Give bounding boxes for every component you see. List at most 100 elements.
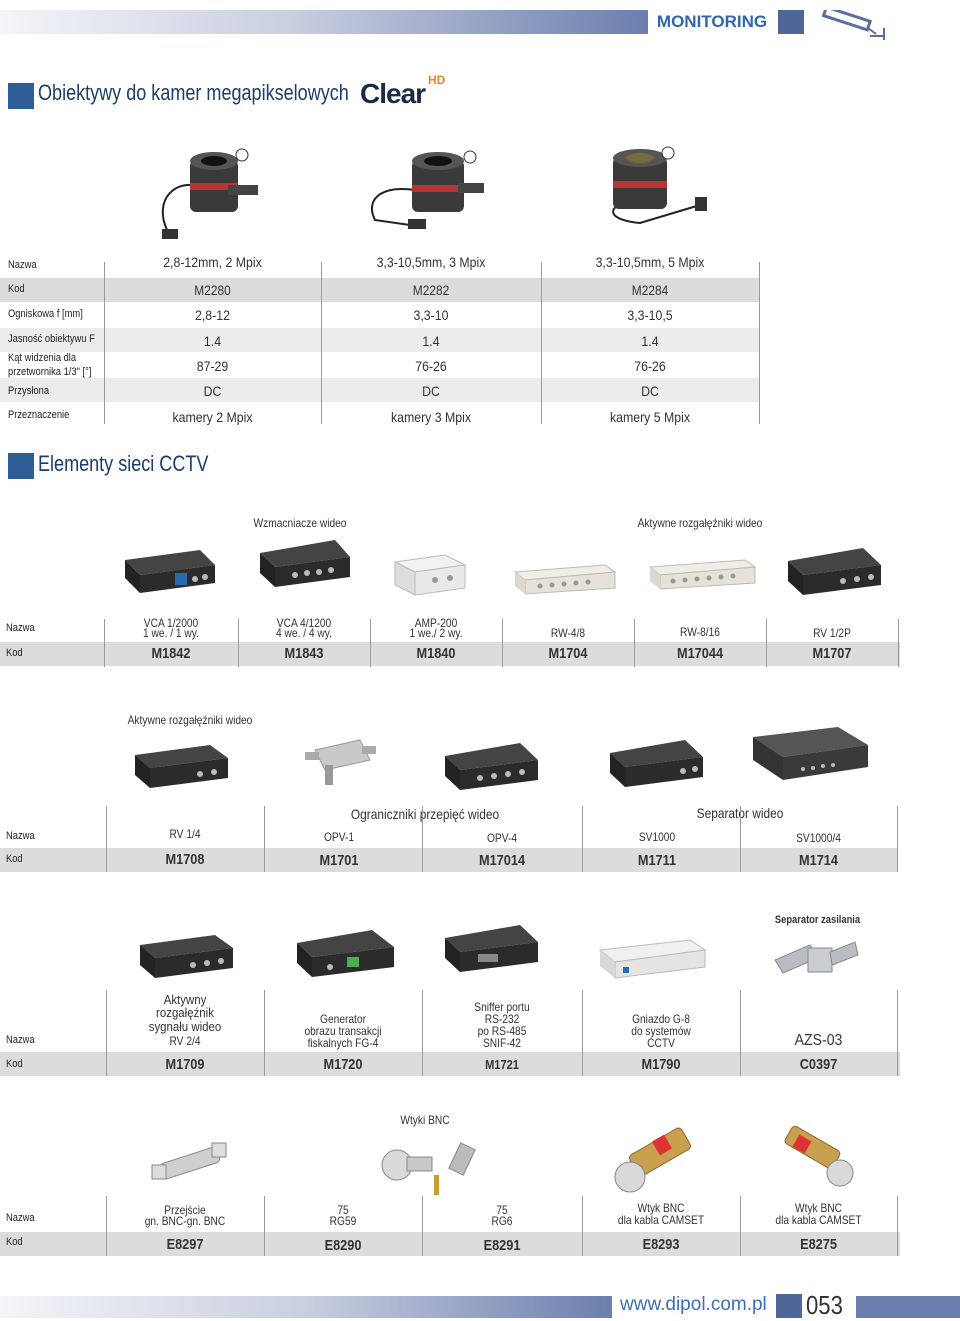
lenses-section-title: Obiektywy do kamer megapikselowych: [38, 80, 349, 105]
product-name: OPV-1: [323, 830, 355, 844]
product-name-line: Aktywny: [163, 992, 207, 1007]
row-label-name: Nazwa: [8, 259, 37, 271]
product-code: M1704: [548, 645, 588, 662]
row3-divider: [740, 990, 741, 1076]
product-name-sub: 4 we. / 4 wy.: [276, 626, 332, 640]
lens-iris: DC: [203, 383, 222, 399]
header-square: [778, 10, 804, 34]
lens-code-band: [0, 278, 760, 302]
product-name-line: do systemów: [631, 1024, 691, 1038]
product-name: VCA 1/2000: [143, 616, 199, 630]
lens-iris-band: [0, 378, 760, 402]
product-name-line: Wtyk BNC: [637, 1201, 685, 1215]
row-label-name: Nazwa: [6, 1034, 35, 1046]
product-name: SV1000/4: [796, 831, 841, 845]
product-code: M1708: [165, 851, 205, 868]
lens-aperture-band: [0, 328, 760, 352]
product-code: M1790: [641, 1056, 681, 1073]
lens-name: 3,3-10,5mm, 3 Mpix: [376, 254, 486, 270]
cctv-camera-icon: [821, 10, 885, 40]
lens-divider: [541, 262, 542, 424]
group-label-bnc: Wtyki BNC: [400, 1113, 450, 1127]
row1-divider: [634, 619, 635, 667]
amp-200-image: [393, 554, 467, 596]
lens-iris: DC: [641, 383, 659, 399]
lens-name: 3,3-10,5mm, 5 Mpix: [595, 254, 705, 270]
row2-divider: [106, 806, 107, 872]
footer-tail-bar: [856, 1296, 960, 1318]
row3-divider: [582, 990, 583, 1076]
product-name-line: RG6: [491, 1214, 513, 1228]
vca-1-2000-image: [125, 550, 215, 593]
product-name-line: Gniazdo G-8: [632, 1012, 690, 1026]
row3-divider: [422, 990, 423, 1076]
row-label-iris: Przysłona: [8, 385, 50, 397]
product-name-line: 75: [337, 1203, 349, 1217]
lens-divider: [759, 262, 760, 424]
product-code: C0397: [799, 1056, 838, 1073]
product-code: M1720: [323, 1056, 363, 1073]
lens-purpose: kamery 3 Mpix: [390, 409, 472, 425]
cctv-row4-code-band: [0, 1232, 900, 1256]
product-name: RV 1/4: [169, 827, 201, 841]
product-name-line: RS-232: [484, 1012, 520, 1026]
row2-divider: [422, 806, 423, 872]
row-label-angle-2: przetwornika 1/3" [°]: [8, 366, 92, 378]
product-code: E8297: [166, 1236, 204, 1253]
lens-m2280-image: [161, 148, 258, 239]
row4-divider: [106, 1196, 107, 1256]
product-name-sub: 1 we. / 1 wy.: [143, 626, 199, 640]
product-name: AMP-200: [414, 616, 458, 630]
cctv-row2-code-band: [0, 848, 898, 872]
product-name: VCA 4/1200: [276, 616, 332, 630]
product-name-line: Sniffer portu: [474, 1000, 530, 1014]
row-label-name: Nazwa: [6, 1212, 35, 1224]
product-code: M1714: [799, 852, 838, 869]
rw-4-8-image: [513, 564, 617, 595]
clear-hd-logo: Clear HD: [360, 73, 446, 108]
row3-divider: [897, 990, 898, 1076]
product-code: E8290: [324, 1237, 362, 1254]
product-name-line: RV 2/4: [169, 1034, 201, 1048]
vca-4-1200-image: [260, 540, 350, 587]
page-number: 053: [806, 1290, 843, 1320]
opv-4-image: [445, 743, 538, 790]
lens-focal: 3,3-10: [413, 307, 449, 323]
product-name-line: SNIF-42: [483, 1036, 521, 1050]
product-name: SV1000: [638, 830, 676, 844]
row1-divider: [898, 619, 899, 667]
product-name-line: Wtyk BNC: [794, 1201, 843, 1215]
row3-divider: [106, 990, 107, 1076]
lens-purpose: kamery 5 Mpix: [609, 409, 691, 425]
row-label-focal: Ogniskowa f [mm]: [8, 308, 83, 320]
row2-divider: [264, 806, 265, 872]
product-code: M17014: [478, 852, 526, 869]
website-link[interactable]: www.dipol.com.pl: [620, 1294, 767, 1315]
lens-m2284-image: [612, 146, 707, 225]
lens-name: 2,8-12mm, 2 Mpix: [163, 254, 262, 270]
lens-iris: DC: [422, 383, 440, 399]
row3-divider: [264, 990, 265, 1076]
product-name-line: RG59: [329, 1214, 357, 1228]
lens-code: M2282: [412, 282, 450, 298]
group-label-power-separator: Separator zasilania: [774, 914, 861, 926]
rv-2-4-image: [140, 935, 233, 978]
row-label-code: Kod: [6, 647, 23, 659]
g-8-image: [598, 939, 707, 979]
product-code: E8275: [800, 1236, 837, 1253]
opv-1-image: [305, 739, 376, 785]
row-label-code: Kod: [6, 1058, 23, 1070]
row1-divider: [104, 619, 105, 667]
product-name-line: dla kabla CAMSET: [775, 1213, 862, 1227]
product-name-line: 75: [496, 1203, 508, 1217]
row4-divider: [740, 1196, 741, 1256]
lens-divider: [321, 262, 322, 424]
product-code: M1707: [812, 645, 852, 662]
group-label-surge: Ograniczniki przepięć wideo: [350, 806, 500, 822]
row1-divider: [766, 619, 767, 667]
product-name: RV 1/2P: [813, 626, 851, 640]
row-label-aperture: Jasność obiektywu F: [8, 333, 95, 345]
row-label-angle-1: Kąt widzenia dla: [8, 352, 77, 364]
bnc-e8275-image: [784, 1125, 854, 1187]
lens-aperture: 1.4: [422, 333, 440, 349]
